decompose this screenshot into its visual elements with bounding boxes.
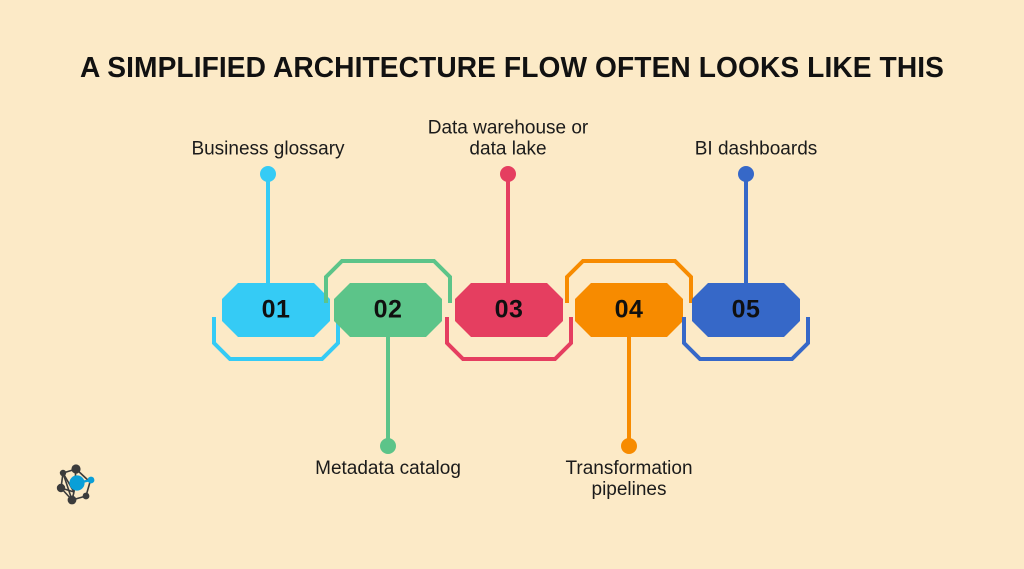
network-graph-logo xyxy=(56,464,95,505)
step-shape-01[interactable] xyxy=(222,283,330,337)
step-shape-02[interactable] xyxy=(334,283,442,337)
connector-dot-03 xyxy=(500,166,516,182)
step-outline-02 xyxy=(324,259,452,303)
step-label-03: Data warehouse or data lake xyxy=(427,117,589,160)
step-label-01: Business glossary xyxy=(191,138,345,160)
page-title: A SIMPLIFIED ARCHITECTURE FLOW OFTEN LOO… xyxy=(79,52,945,84)
step-label-04: Transformation pipelines xyxy=(565,458,693,501)
step-label-02: Metadata catalog xyxy=(315,458,461,479)
step-outline-05 xyxy=(682,317,810,361)
step-shape-04[interactable] xyxy=(575,283,683,337)
connector-dot-02 xyxy=(380,438,396,454)
step-outline-01 xyxy=(212,317,340,361)
connector-dot-05 xyxy=(738,166,754,182)
connector-dot-01 xyxy=(260,166,276,182)
logo-nodes xyxy=(56,464,90,505)
step-shape-05[interactable] xyxy=(692,283,800,337)
step-shape-03[interactable] xyxy=(455,283,563,337)
connector-dot-04 xyxy=(621,438,637,454)
step-label-05: BI dashboards xyxy=(694,138,818,160)
step-outline-03 xyxy=(445,317,573,361)
step-outline-04 xyxy=(565,259,693,303)
logo-accent-nodes xyxy=(69,475,95,491)
